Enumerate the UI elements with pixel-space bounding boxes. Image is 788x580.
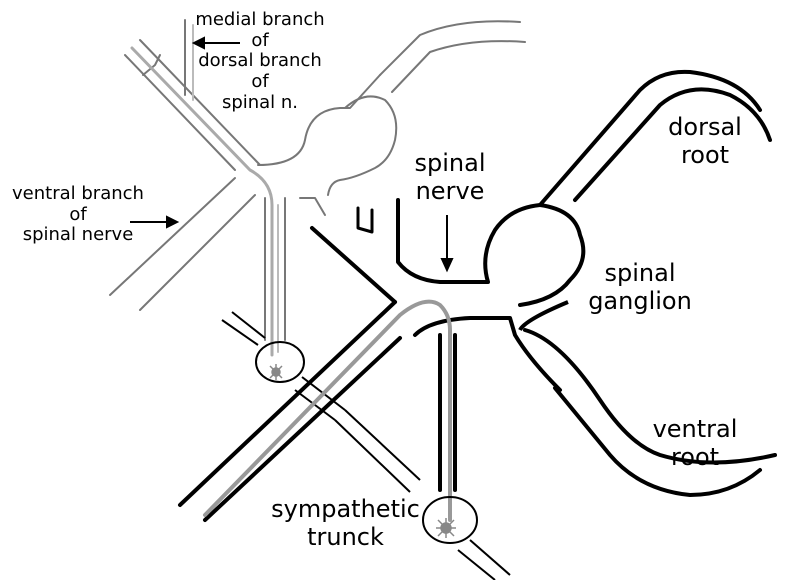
label-ventral-branch: ventral branch of spinal nerve <box>8 184 148 246</box>
spinal-ganglion-body <box>520 302 568 330</box>
label-spinal-nerve: spinal nerve <box>405 150 495 205</box>
label-medial-branch: medial branch of dorsal branch of spinal… <box>180 10 340 113</box>
label-spinal-ganglion: spinal ganglion <box>585 260 695 315</box>
label-dorsal-root: dorsal root <box>655 114 755 169</box>
label-sympathetic-trunk: sympathetic trunck <box>258 496 433 551</box>
upper-ganglion-neuron <box>270 364 282 380</box>
label-ventral-root: ventral root <box>645 416 745 471</box>
lower-ganglion-neuron <box>436 518 456 538</box>
